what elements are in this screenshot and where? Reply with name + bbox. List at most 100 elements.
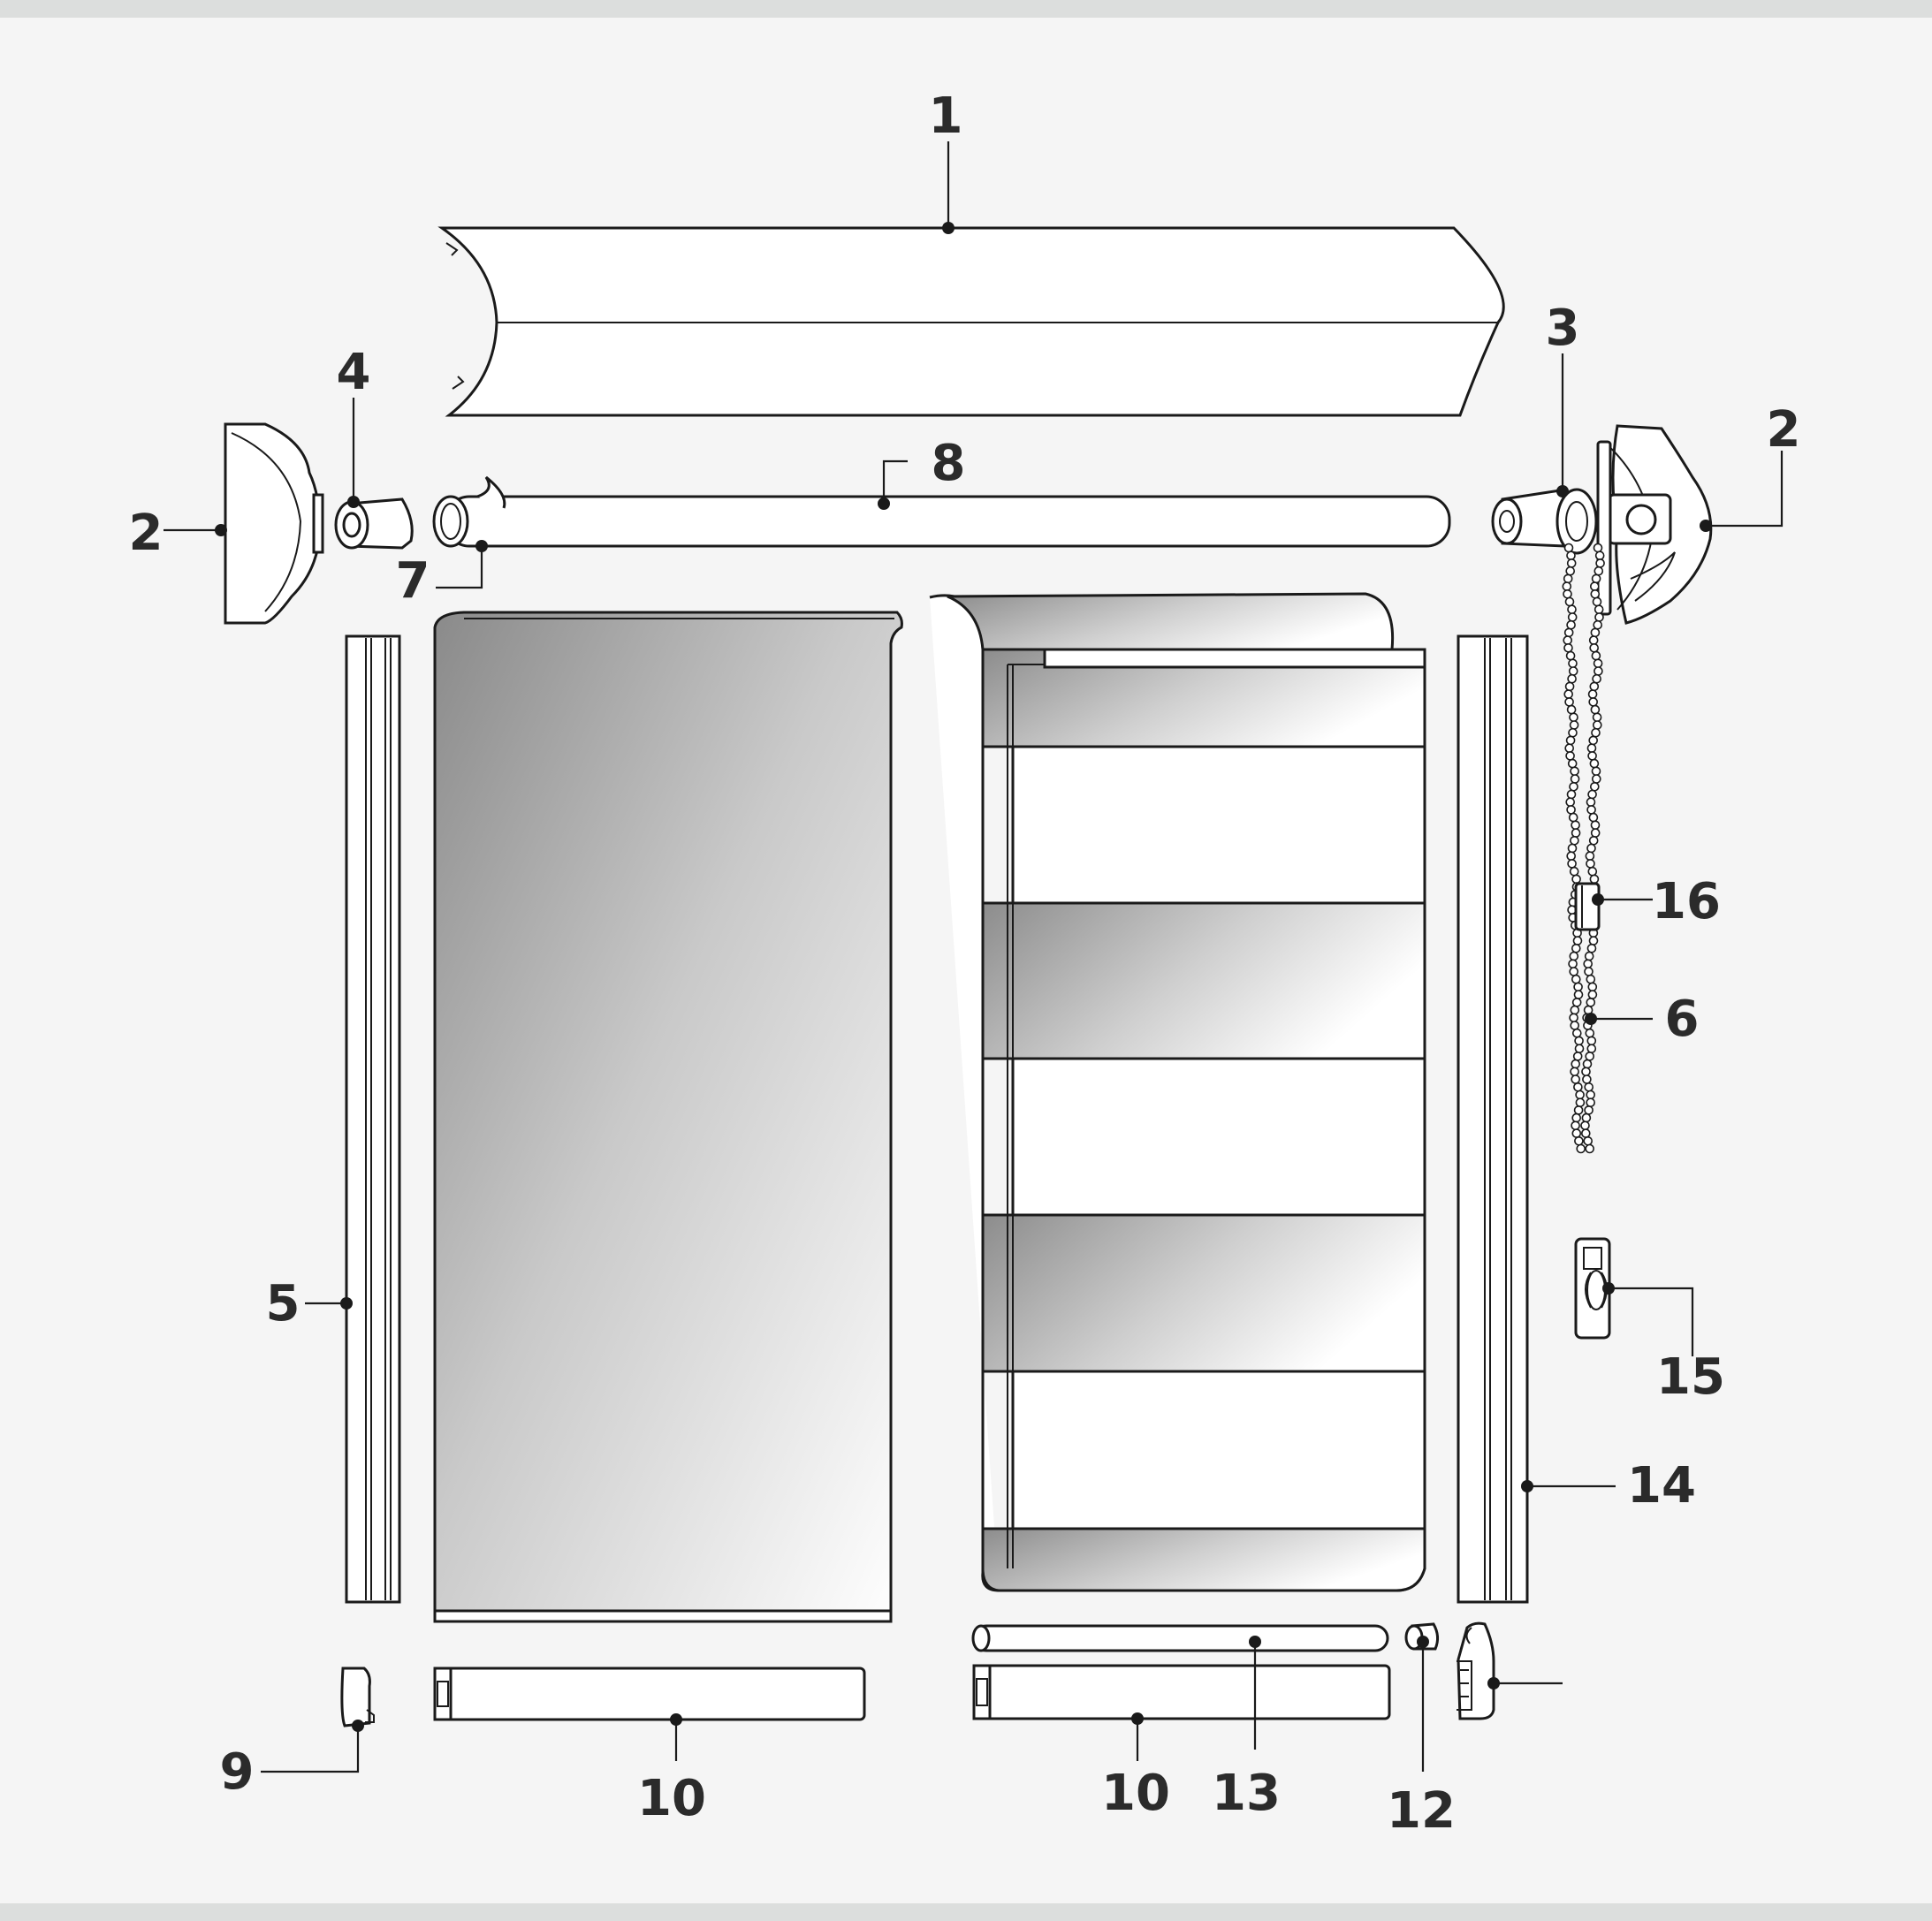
chain-bead-left (1568, 666, 1578, 676)
chain-bead-left (1565, 650, 1576, 661)
chain-bead-right (1586, 797, 1596, 808)
chain-bead-right (1593, 543, 1603, 553)
chain-bead-left (1573, 1082, 1583, 1092)
chain-bead-right (1590, 588, 1601, 599)
bottom-bracket (1457, 1621, 1495, 1720)
label-control-mechanism: 3 (1546, 300, 1580, 357)
chain-bead-left (1564, 681, 1575, 692)
chain-bead-right (1594, 550, 1605, 561)
chain-bead-right (1592, 673, 1601, 684)
chain-bead-right (1591, 727, 1601, 738)
chain-bead-left (1569, 1013, 1578, 1023)
chain-bead-left (1575, 1097, 1586, 1107)
roller-tube (432, 475, 1451, 548)
label-chain-stopper: 16 (1652, 873, 1721, 930)
chain-bead-right (1590, 828, 1601, 838)
chain-bead-left (1567, 604, 1577, 615)
weight-bar (971, 1624, 1389, 1652)
chain-bead-left (1571, 828, 1581, 838)
chain-bead-right (1588, 635, 1599, 645)
end-cap-left (224, 422, 324, 625)
label-bottom-rail-right: 10 (1101, 1765, 1170, 1822)
chain-bead-right (1585, 1052, 1594, 1061)
chain-bead-right (1587, 990, 1598, 999)
chain-bead-left (1568, 812, 1578, 823)
chain-bead-left (1563, 627, 1574, 638)
end-cap-right (1596, 424, 1713, 625)
chain-bead-right (1586, 1090, 1595, 1100)
chain-bead-right (1590, 820, 1601, 831)
chain-bead-left (1567, 758, 1578, 769)
chain-bead-left (1572, 1052, 1583, 1061)
chain-bead-left (1571, 820, 1580, 831)
control-mechanism (1491, 488, 1598, 555)
fabric-panel-solid (433, 611, 903, 1623)
chain-bead-left (1567, 859, 1577, 869)
chain-bead-right (1585, 1143, 1594, 1154)
chain-bead-right (1590, 581, 1600, 591)
chain-bead-right (1586, 1097, 1595, 1107)
chain-bead-right (1591, 573, 1601, 584)
chain-bead-left (1571, 944, 1581, 953)
top-band (0, 0, 1932, 18)
chain-bead-right (1588, 812, 1599, 823)
chain-bead-right (1592, 596, 1602, 607)
chain-bead-right (1586, 974, 1596, 984)
label-chain-tensioner: 15 (1656, 1348, 1725, 1406)
chain-bead-right (1592, 712, 1602, 723)
chain-bead-left (1565, 735, 1576, 746)
chain-bead-left (1571, 874, 1581, 885)
label-fabric-tape: 7 (396, 552, 430, 610)
chain-bead-left (1567, 843, 1578, 854)
chain-bead-left (1564, 596, 1575, 607)
chain-bead-left (1568, 959, 1578, 969)
chain-bead-left (1569, 712, 1578, 723)
chain-bead-left (1566, 704, 1577, 715)
label-cassette-cover: 1 (929, 87, 963, 145)
chain-bead-left (1568, 658, 1578, 669)
chain-bead-left (1567, 673, 1577, 684)
chain-bead-left (1574, 1044, 1585, 1053)
chain-bead-right (1582, 1074, 1592, 1084)
cassette-cover (437, 226, 1505, 417)
chain-bead-left (1571, 998, 1582, 1007)
chain-bead-right (1588, 735, 1598, 746)
label-side-guide-right: 14 (1627, 1457, 1696, 1515)
chain-bead-right (1594, 612, 1604, 622)
chain-bead-right (1588, 936, 1599, 945)
chain-bead-left (1573, 990, 1584, 999)
side-guide-right (1457, 634, 1529, 1604)
chain-bead-right (1586, 1036, 1597, 1046)
chain-bead-left (1571, 1112, 1581, 1123)
chain-bead-right (1588, 835, 1599, 846)
chain-bead-right (1581, 1112, 1592, 1123)
chain-bead-right (1586, 743, 1597, 754)
chain-bead-right (1593, 658, 1603, 669)
chain-bead-right (1586, 805, 1596, 815)
chain-bead-right (1587, 982, 1598, 992)
label-bottom-cap: 9 (220, 1743, 255, 1801)
chain-bead-left (1572, 1028, 1582, 1038)
chain-bead-right (1583, 959, 1593, 969)
chain-bead-left (1570, 1005, 1580, 1015)
chain-bead-left (1572, 936, 1583, 945)
chain-bead-left (1570, 835, 1579, 846)
label-bead-chain: 6 (1665, 991, 1700, 1048)
chain-bead-right (1587, 866, 1598, 877)
chain-bead-right (1587, 751, 1597, 761)
chain-bead-left (1566, 805, 1576, 815)
chain-bead-right (1585, 851, 1595, 862)
bottom-rail-right (972, 1664, 1391, 1720)
chain-bead-left (1570, 1067, 1579, 1077)
chain-bead-right (1594, 566, 1604, 576)
chain-bead-left (1563, 573, 1573, 584)
chain-stopper (1574, 882, 1601, 931)
label-end-cap-right: 2 (1767, 401, 1801, 459)
chain-bead-left (1569, 951, 1579, 961)
bottom-cap (340, 1667, 375, 1727)
chain-bead-right (1591, 766, 1601, 777)
chain-bead-left (1576, 1143, 1586, 1154)
chain-bead-right (1584, 1105, 1594, 1115)
chain-bead-right (1590, 704, 1601, 715)
